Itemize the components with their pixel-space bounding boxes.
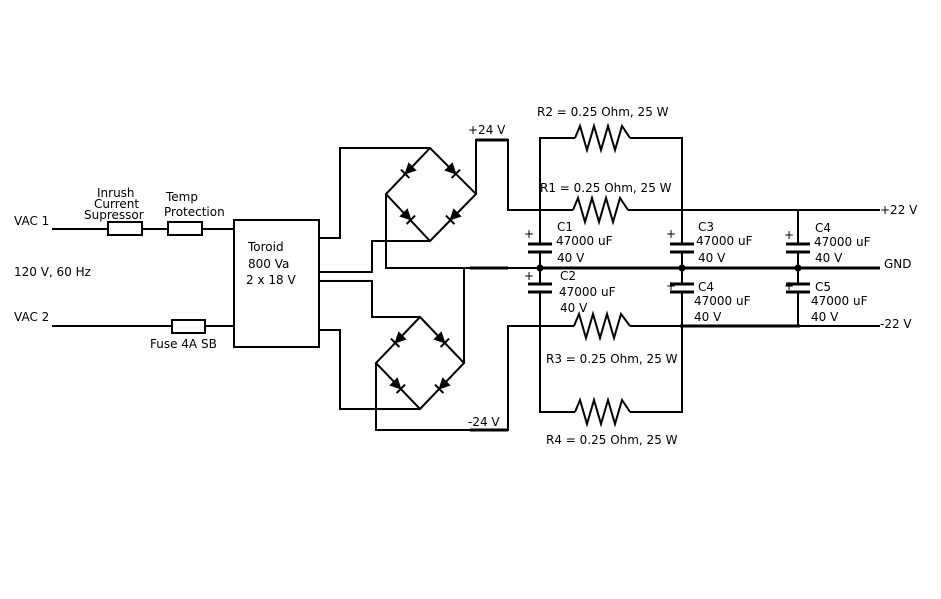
svg-text:+: +	[524, 227, 534, 241]
temp-label-2: Protection	[164, 205, 225, 219]
svg-text:40 V: 40 V	[557, 251, 585, 265]
r2-label: R2 = 0.25 Ohm, 25 W	[537, 105, 669, 119]
svg-text:C5: C5	[815, 280, 831, 294]
filter-network	[528, 122, 880, 428]
toroid-label-2: 800 Va	[248, 257, 289, 271]
lower-bridge-rectifier	[374, 268, 540, 432]
svg-text:47000 uF: 47000 uF	[694, 294, 751, 308]
svg-text:47000 uF: 47000 uF	[696, 234, 753, 248]
input-section: VAC 1 120 V, 60 Hz VAC 2 Inrush Current …	[14, 186, 234, 351]
resistor-r4	[574, 396, 631, 428]
cap-c4-mid-label: C4 47000 uF 40 V	[694, 280, 751, 324]
svg-text:40 V: 40 V	[698, 251, 726, 265]
svg-text:40 V: 40 V	[560, 301, 588, 315]
svg-text:47000 uF: 47000 uF	[559, 285, 616, 299]
vac1-label: VAC 1	[14, 214, 49, 228]
svg-text:C4: C4	[815, 221, 831, 235]
fuse	[171, 319, 206, 334]
mains-label: 120 V, 60 Hz	[14, 265, 91, 279]
cap-c2-label: C2 47000 uF 40 V	[559, 269, 616, 315]
svg-text:C3: C3	[698, 220, 714, 234]
toroid-transformer: Toroid 800 Va 2 x 18 V	[233, 219, 320, 348]
inrush-label-2: Current	[94, 197, 139, 211]
svg-text:47000 uF: 47000 uF	[811, 294, 868, 308]
inrush-label-1: Inrush	[97, 186, 135, 200]
cap-c5-label: C5 47000 uF 40 V	[811, 280, 868, 324]
toroid-box	[233, 219, 320, 348]
pos24-label: +24 V	[468, 123, 506, 137]
fuse-label: Fuse 4A SB	[150, 337, 217, 351]
svg-text:C2: C2	[560, 269, 576, 283]
inrush-current-suppressor	[107, 221, 143, 236]
r4-label: R4 = 0.25 Ohm, 25 W	[546, 433, 678, 447]
pos22-label: +22 V	[880, 203, 918, 217]
vac2-label: VAC 2	[14, 310, 49, 324]
r3-label: R3 = 0.25 Ohm, 25 W	[546, 352, 678, 366]
svg-text:47000 uF: 47000 uF	[814, 235, 871, 249]
temp-label-1: Temp	[165, 190, 198, 204]
resistor-r3	[573, 310, 631, 342]
cap-c4-right-label: C4 47000 uF 40 V	[814, 221, 871, 265]
secondary-wiring	[319, 147, 430, 410]
cap-c3-label: C3 47000 uF 40 V	[696, 220, 753, 265]
r1-label: R1 = 0.25 Ohm, 25 W	[540, 181, 672, 195]
svg-text:+: +	[524, 269, 534, 283]
toroid-label-1: Toroid	[247, 240, 284, 254]
neg22-label: -22 V	[880, 317, 912, 331]
inrush-label-3: Supressor	[84, 208, 144, 222]
cap-c1-label: C1 47000 uF 40 V	[556, 220, 613, 265]
svg-text:40 V: 40 V	[815, 251, 843, 265]
upper-bridge-rectifier	[384, 138, 540, 270]
svg-text:+: +	[666, 279, 676, 293]
svg-text:C1: C1	[557, 220, 573, 234]
neg24-label: -24 V	[468, 415, 500, 429]
svg-text:C4: C4	[698, 280, 714, 294]
toroid-label-3: 2 x 18 V	[246, 273, 296, 287]
temp-protection	[167, 221, 203, 236]
gnd-label: GND	[884, 257, 912, 271]
svg-text:+: +	[666, 227, 676, 241]
svg-text:40 V: 40 V	[811, 310, 839, 324]
resistor-r1	[572, 194, 629, 226]
resistor-r2	[574, 122, 631, 154]
svg-text:47000 uF: 47000 uF	[556, 234, 613, 248]
svg-text:+: +	[784, 279, 794, 293]
svg-text:+: +	[784, 228, 794, 242]
svg-text:40 V: 40 V	[694, 310, 722, 324]
polarity-marks: + + + + + +	[524, 227, 794, 293]
